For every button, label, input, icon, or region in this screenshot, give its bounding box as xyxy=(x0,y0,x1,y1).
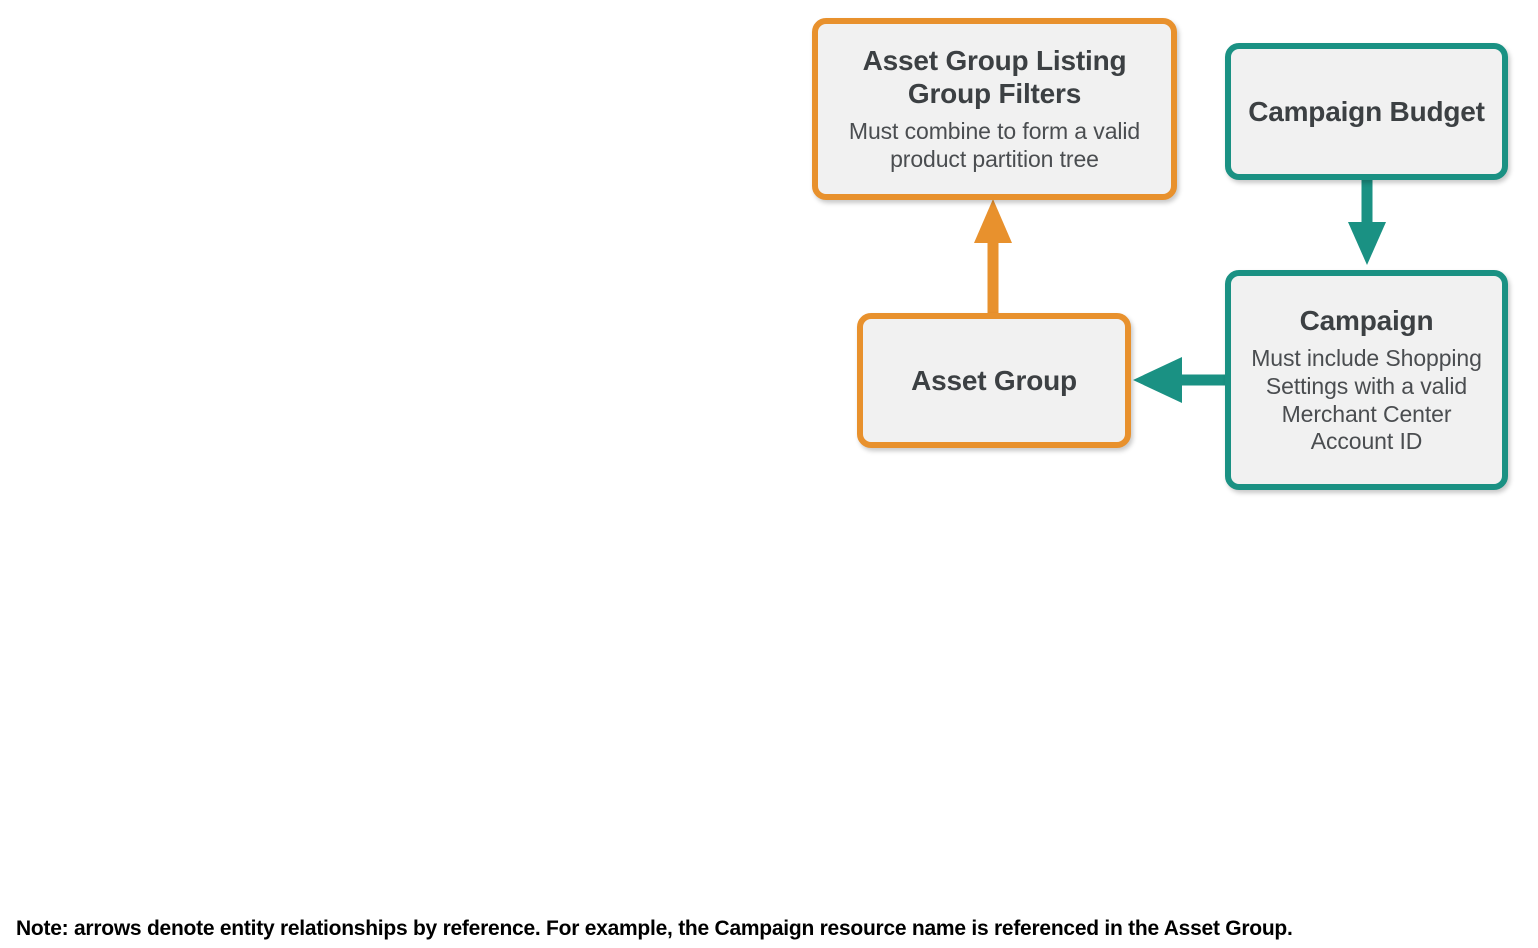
node-title-asset-group-listing-group-filters: Asset Group Listing Group Filters xyxy=(862,45,1127,110)
node-campaign[interactable]: Campaign Must include Shopping Settings … xyxy=(1225,270,1508,490)
edge-asset-group-to-listing-group-filters xyxy=(974,199,1012,318)
node-subtitle-asset-group-listing-group-filters: Must combine to form a valid product par… xyxy=(848,118,1141,173)
node-title-campaign-budget: Campaign Budget xyxy=(1248,95,1485,127)
node-subtitle-campaign: Must include Shopping Settings with a va… xyxy=(1251,345,1482,455)
node-asset-group[interactable]: Asset Group xyxy=(857,313,1131,448)
arrowhead-left-teal-icon xyxy=(1133,357,1182,403)
node-campaign-budget[interactable]: Campaign Budget xyxy=(1225,43,1508,180)
node-asset-group-listing-group-filters[interactable]: Asset Group Listing Group Filters Must c… xyxy=(812,18,1177,200)
arrowhead-up-orange-icon xyxy=(974,199,1012,243)
arrowhead-down-teal-icon xyxy=(1348,222,1386,265)
node-title-campaign: Campaign xyxy=(1299,305,1434,337)
diagram-footnote: Note: arrows denote entity relationships… xyxy=(16,917,1293,940)
edge-campaign-to-asset-group xyxy=(1133,357,1230,403)
edge-campaign-budget-to-campaign xyxy=(1348,175,1386,265)
node-title-asset-group: Asset Group xyxy=(911,364,1077,396)
